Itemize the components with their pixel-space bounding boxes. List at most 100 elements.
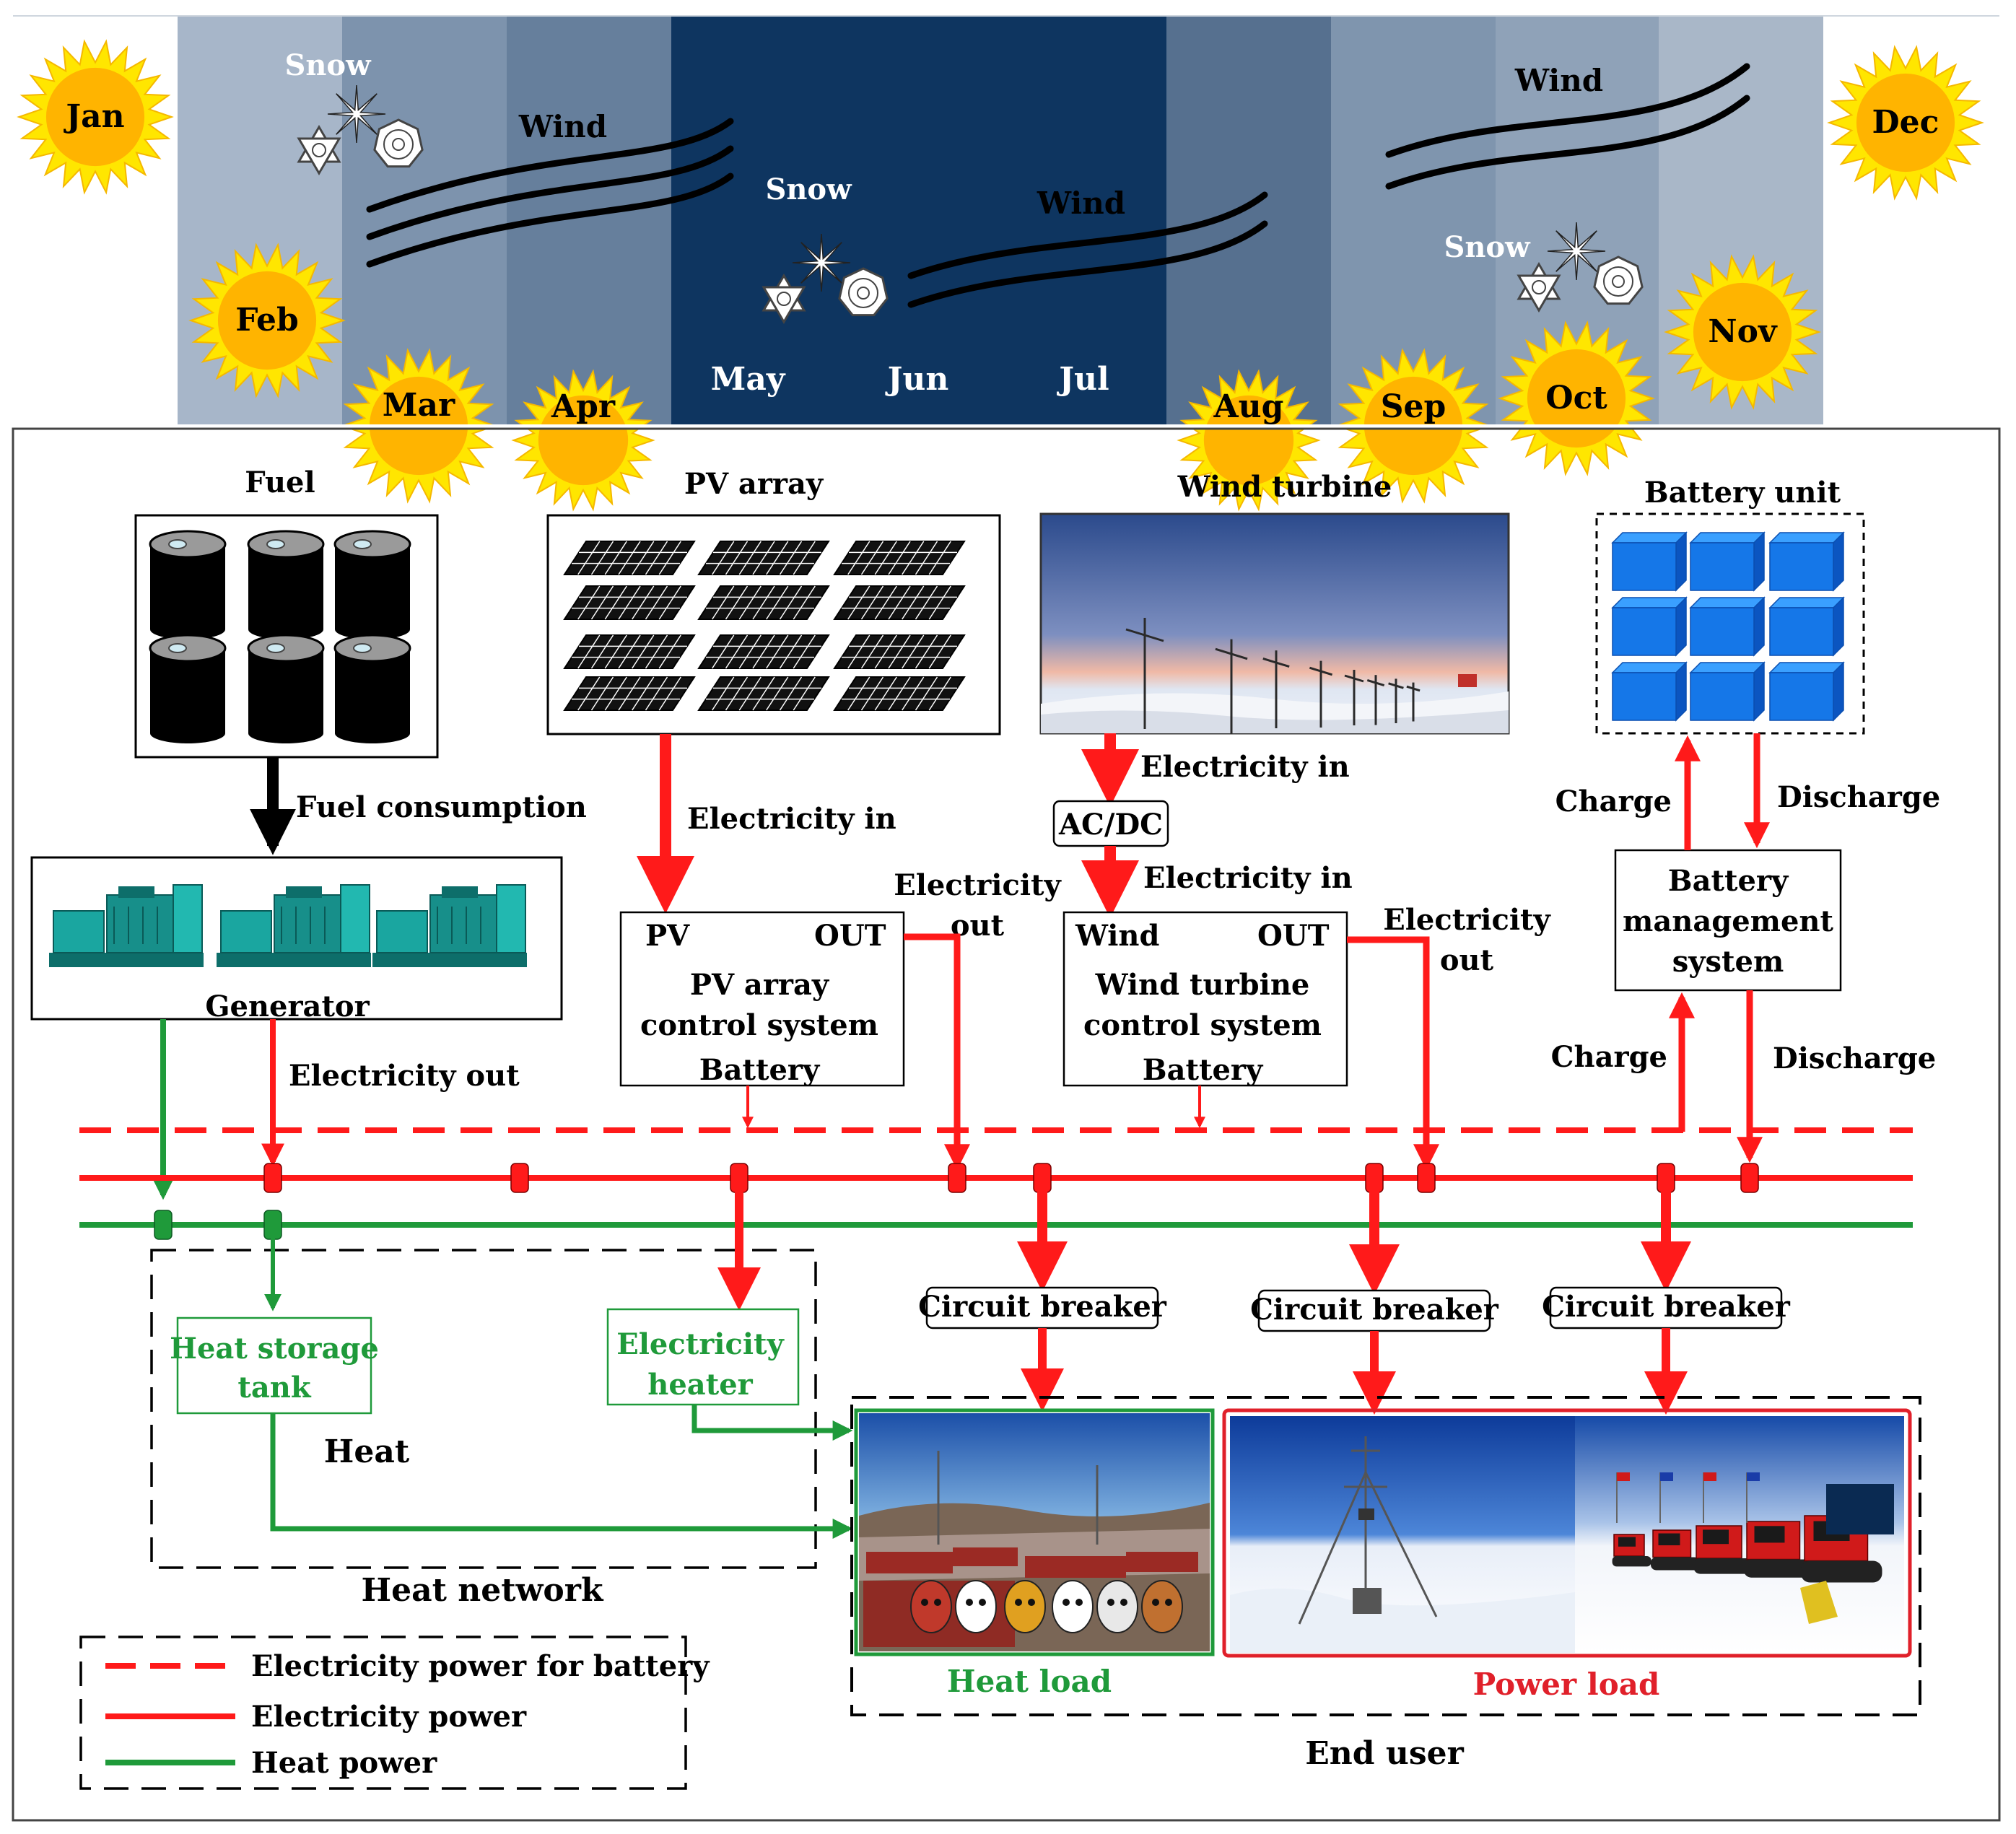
- pv-control-in-label: PV: [645, 919, 690, 953]
- snow-label: Snow: [1444, 230, 1531, 264]
- generator-electricity-out-label: Electricity out: [289, 1059, 520, 1093]
- legend: Electricity power for battery Electricit…: [105, 1649, 710, 1780]
- month-label-may: May: [711, 361, 786, 398]
- month-label-nov: Nov: [1708, 313, 1778, 350]
- wind-control-line2: control system: [1083, 1008, 1322, 1042]
- power-load-frame: [1222, 1408, 1912, 1658]
- wind-control-out-label: OUT: [1257, 919, 1330, 953]
- month-label-jan: Jan: [63, 98, 124, 135]
- sun-icon-nov: [1664, 254, 1821, 410]
- electricity-heater-line1: Electricity: [616, 1327, 785, 1361]
- battery-cells-icon: [1611, 531, 1845, 722]
- wind-electricity-out-arrow: [1347, 936, 1439, 1171]
- bus-connectors: [154, 1163, 1759, 1240]
- wind-lines-icon: [366, 118, 734, 268]
- heat-load-photo: [859, 1413, 1210, 1651]
- snow-label: Snow: [284, 48, 372, 82]
- battery-unit-title: Battery unit: [1644, 476, 1841, 510]
- main-panel-frame: [12, 427, 2001, 1822]
- heat-storage-tank-box: [176, 1316, 372, 1415]
- legend-label-electricity: Electricity power: [251, 1700, 527, 1734]
- wind-electricity-in-label-2: Electricity in: [1143, 861, 1353, 895]
- snow-label: Snow: [765, 173, 852, 206]
- wind-lines-icon: [1385, 63, 1750, 190]
- fuel-title: Fuel: [245, 466, 315, 499]
- bms-line1: Battery: [1668, 864, 1789, 898]
- heat-load-frame: [854, 1408, 1215, 1656]
- snowflake-icon: [762, 233, 889, 324]
- month-label-aug: Aug: [1213, 388, 1284, 425]
- wind-turbine-title: Wind turbine: [1177, 470, 1392, 504]
- heat-network-label: Heat network: [362, 1572, 604, 1609]
- wind-electricity-out-label-2: out: [1440, 943, 1494, 977]
- wind-control-in-label: Wind: [1075, 919, 1159, 953]
- pv-control-out-label: OUT: [814, 919, 886, 953]
- pv-control-system-box: [619, 911, 905, 1087]
- fuel-consumption-label: Fuel consumption: [296, 790, 587, 824]
- fuel-barrels-icon: [149, 530, 411, 743]
- circuit-breaker-1-label: Circuit breaker: [918, 1290, 1167, 1324]
- solar-panels-icon: [563, 541, 966, 711]
- generator-sets-icon: [49, 884, 527, 967]
- legend-label-heat: Heat power: [251, 1746, 437, 1780]
- snowflake-icon: [297, 84, 424, 175]
- month-label-dec: Dec: [1872, 104, 1939, 141]
- month-label-jul: Jul: [1056, 361, 1109, 398]
- pv-electricity-in-label: Electricity in: [687, 802, 896, 836]
- charge-label-lower: Charge: [1551, 1040, 1667, 1074]
- power-load-photo: [1230, 1416, 1904, 1653]
- wind-electricity-in-label-1: Electricity in: [1140, 750, 1350, 784]
- wind-turbine-photo: [1039, 512, 1510, 735]
- pv-control-line1: PV array: [690, 968, 830, 1002]
- sun-icon-oct: [1498, 320, 1655, 476]
- snowflake-icon: [1517, 222, 1644, 313]
- electricity-heater-box: [606, 1308, 800, 1406]
- end-user-label: End user: [1305, 1735, 1464, 1772]
- sun-icon-dec: [1827, 45, 1984, 201]
- wind-label: Wind: [1514, 63, 1603, 98]
- month-label-mar: Mar: [383, 387, 455, 424]
- acdc-label: AC/DC: [1058, 808, 1163, 842]
- month-label-sep: Sep: [1381, 388, 1446, 425]
- wind-electricity-out-label-1: Electricity: [1383, 903, 1551, 937]
- pv-electricity-out-arrow: [904, 933, 970, 1171]
- discharge-label-lower: Discharge: [1773, 1042, 1936, 1075]
- heat-storage-line2: tank: [237, 1371, 311, 1405]
- wind-lines-icon: [907, 191, 1268, 308]
- pv-control-line3: Battery: [699, 1053, 821, 1087]
- pv-electricity-out-label-1: Electricity: [894, 868, 1062, 902]
- circuit-breaker-3-label: Circuit breaker: [1542, 1290, 1791, 1324]
- pv-array-title: PV array: [684, 467, 824, 501]
- battery-management-system-box: [1614, 849, 1842, 992]
- month-label-oct: Oct: [1545, 380, 1607, 416]
- discharge-label-upper: Discharge: [1777, 780, 1940, 814]
- sun-icon-jan: [17, 39, 174, 195]
- power-load-label: Power load: [1473, 1667, 1660, 1702]
- legend-label-battery: Electricity power for battery: [251, 1649, 710, 1683]
- generator-label: Generator: [205, 990, 370, 1023]
- pv-control-line2: control system: [640, 1008, 878, 1042]
- electricity-heater-line2: heater: [647, 1368, 753, 1402]
- heat-storage-line1: Heat storage: [170, 1332, 379, 1366]
- circuit-breaker-2-label: Circuit breaker: [1250, 1293, 1499, 1327]
- heater-to-heat-load-arrow: [691, 1405, 853, 1441]
- legend-box: [79, 1636, 687, 1790]
- month-label-feb: Feb: [235, 302, 299, 339]
- sun-icon-aug: [1177, 369, 1321, 512]
- wind-control-line3: Battery: [1143, 1053, 1264, 1087]
- wind-label: Wind: [1037, 185, 1125, 221]
- storage-to-heat-load-arrow: [270, 1413, 853, 1539]
- bms-line3: system: [1672, 945, 1784, 979]
- wind-control-line1: Wind turbine: [1095, 968, 1310, 1002]
- heat-load-label: Heat load: [947, 1664, 1112, 1699]
- month-label-apr: Apr: [551, 388, 616, 425]
- heat-network-boundary: [150, 1249, 817, 1569]
- wind-label: Wind: [518, 109, 607, 144]
- end-user-boundary: [850, 1396, 1921, 1716]
- sun-icon-apr: [511, 369, 655, 512]
- heat-label: Heat: [324, 1433, 410, 1470]
- wind-control-system-box: [1062, 911, 1348, 1087]
